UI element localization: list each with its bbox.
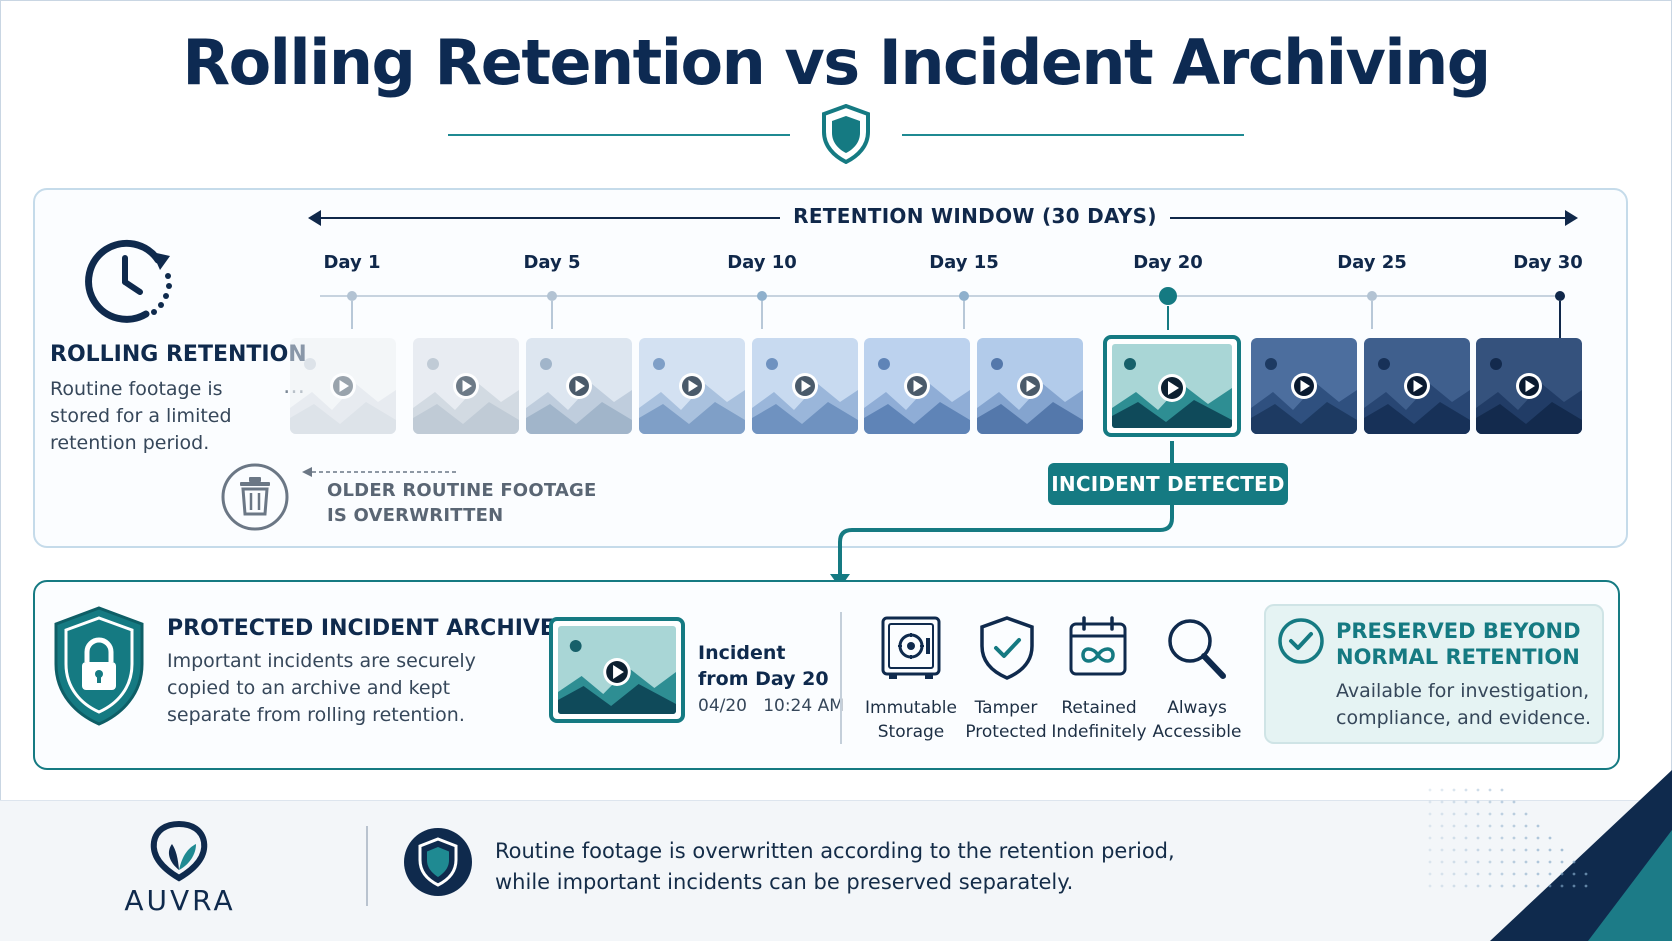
timeline-marker (1367, 291, 1377, 301)
day-label: Day 10 (727, 252, 797, 273)
footage-thumbnail[interactable] (526, 338, 632, 434)
footage-thumbnail[interactable] (1364, 338, 1470, 434)
timeline-tick (1371, 301, 1373, 329)
safe-icon (881, 616, 941, 679)
day-label: Day 25 (1337, 252, 1407, 273)
timeline-tick (1167, 306, 1169, 330)
day-label: Day 1 (323, 252, 381, 273)
video-thumbnail-icon (413, 338, 519, 434)
footage-thumbnail[interactable] (752, 338, 858, 434)
timeline-marker (347, 291, 357, 301)
window-arrow-left (308, 210, 321, 226)
timeline-marker (757, 291, 767, 301)
window-line-right (1170, 217, 1568, 219)
timeline-tick (351, 301, 353, 329)
timeline-marker-incident (1159, 287, 1177, 305)
day-label: Day 30 (1513, 252, 1583, 273)
preserved-description: Available for investigation, compliance,… (1336, 680, 1592, 729)
magnifier-icon (1168, 619, 1226, 679)
timeline-tick (963, 301, 965, 329)
timeline-axis (320, 295, 1565, 297)
archived-incident-thumbnail[interactable] (549, 617, 685, 723)
timeline-marker (959, 291, 969, 301)
timeline-tick (551, 301, 553, 329)
preserved-title: PRESERVED BEYOND NORMAL RETENTION (1336, 619, 1581, 669)
timeline-tick (761, 301, 763, 329)
footage-thumbnail[interactable] (1476, 338, 1582, 434)
video-thumbnail-icon (977, 338, 1083, 434)
video-thumbnail-icon (526, 338, 632, 434)
footage-thumbnail[interactable] (1251, 338, 1357, 434)
rolling-retention-title: ROLLING RETENTION (50, 342, 307, 367)
shield-badge-icon (404, 828, 472, 896)
footage-thumbnail[interactable] (290, 338, 396, 434)
shield-check-icon (980, 616, 1034, 680)
auvra-logo-text: AUVRA (124, 884, 236, 917)
video-thumbnail-icon (1476, 338, 1582, 434)
title-divider-right (902, 134, 1244, 136)
day-label: Day 5 (523, 252, 581, 273)
footage-thumbnail[interactable] (639, 338, 745, 434)
retention-window-label: RETENTION WINDOW (30 DAYS) (793, 204, 1157, 228)
clock-refresh-icon (85, 239, 172, 323)
check-circle-icon (1278, 618, 1324, 664)
feature-label: Retained Indefinitely (1051, 698, 1147, 742)
archive-divider (840, 612, 842, 744)
footer-summary: Routine footage is overwritten according… (495, 839, 1175, 894)
video-thumbnail-icon (1112, 344, 1232, 428)
day-label: Day 15 (929, 252, 999, 273)
video-thumbnail-icon (1364, 338, 1470, 434)
rolling-retention-description: Routine footage is stored for a limited … (50, 378, 232, 454)
preserved-callout (1264, 604, 1604, 744)
video-thumbnail-icon (864, 338, 970, 434)
day-label: Day 20 (1133, 252, 1203, 273)
feature-label: Always Accessible (1152, 698, 1242, 742)
overwrite-note: OLDER ROUTINE FOOTAGE IS OVERWRITTEN (327, 480, 597, 526)
auvra-logo-icon (150, 820, 208, 882)
overwrite-arrow-icon (302, 467, 458, 477)
archive-description: Important incidents are securely copied … (167, 650, 476, 726)
timeline-marker (1555, 291, 1565, 301)
trash-icon (221, 463, 289, 531)
footer-bar (0, 800, 1672, 941)
video-thumbnail-icon (1251, 338, 1357, 434)
incident-source-label: Incident from Day 20 (698, 642, 829, 690)
window-line-left (318, 217, 780, 219)
calendar-infinity-icon (1069, 616, 1127, 676)
footage-thumbnail[interactable] (977, 338, 1083, 434)
video-thumbnail-icon (558, 626, 676, 714)
timeline-tick (1559, 301, 1561, 341)
footage-thumbnail[interactable] (864, 338, 970, 434)
lock-shield-icon (54, 606, 144, 726)
window-arrow-right (1565, 210, 1578, 226)
archive-title: PROTECTED INCIDENT ARCHIVE (167, 616, 555, 641)
shield-icon (822, 104, 870, 164)
timeline-marker (547, 291, 557, 301)
video-thumbnail-icon (290, 338, 396, 434)
feature-label: Immutable Storage (865, 698, 957, 742)
video-thumbnail-icon (639, 338, 745, 434)
title-divider-left (448, 134, 790, 136)
video-thumbnail-icon (752, 338, 858, 434)
incident-timestamp: 04/20 10:24 AM (698, 696, 844, 716)
incident-footage-thumbnail[interactable] (1103, 335, 1241, 437)
footage-thumbnail[interactable] (413, 338, 519, 434)
page-title: Rolling Retention vs Incident Archiving (182, 26, 1491, 99)
footer-divider (366, 826, 368, 906)
corner-decoration (1428, 770, 1672, 941)
incident-detected-badge: INCIDENT DETECTED (1048, 463, 1288, 505)
feature-label: Tamper Protected (965, 698, 1047, 742)
